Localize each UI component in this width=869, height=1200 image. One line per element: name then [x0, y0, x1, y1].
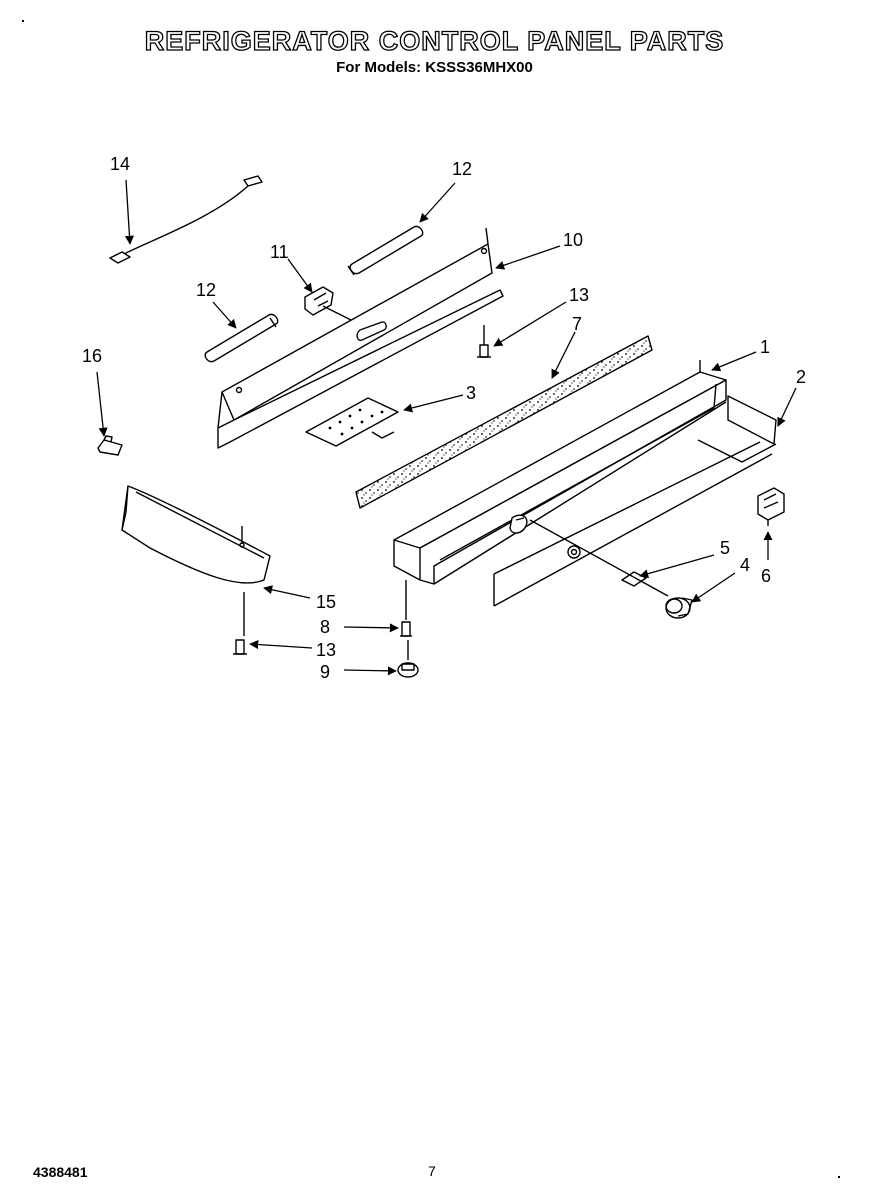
- scan-speck: [22, 20, 24, 22]
- clip-plate-part: [529, 519, 669, 597]
- control-plate-part: [305, 397, 399, 447]
- trim-piece-part: [121, 485, 271, 636]
- callout-4: 4: [740, 555, 750, 575]
- control-knob-part: [665, 597, 693, 619]
- callout-6: 6: [761, 566, 771, 586]
- scan-speck: [838, 1176, 840, 1178]
- callout-15: 15: [316, 592, 336, 612]
- outer-cover-part: [493, 395, 777, 607]
- callout-12: 12: [452, 159, 472, 179]
- page-number: 7: [428, 1163, 436, 1179]
- callout-2: 2: [796, 367, 806, 387]
- switch-part: [757, 487, 785, 526]
- callout-16: 16: [82, 346, 102, 366]
- callout-5: 5: [720, 538, 730, 558]
- page-title: REFRIGERATOR CONTROL PANEL PARTS: [144, 25, 725, 56]
- callout-12-lower: 12: [196, 280, 216, 300]
- control-housing-part: [393, 360, 727, 585]
- foot-washer-part: [397, 640, 419, 678]
- callout-10: 10: [563, 230, 583, 250]
- screw-part: [233, 639, 247, 655]
- callout-3: 3: [466, 383, 476, 403]
- callout-1: 1: [760, 337, 770, 357]
- wire-harness-part: [109, 175, 263, 264]
- callout-13: 13: [569, 285, 589, 305]
- small-bracket-part: [97, 435, 123, 456]
- sensor-tube-part: [347, 225, 424, 276]
- callout-13-lower: 13: [316, 640, 336, 660]
- sensor-tube-part: [204, 313, 279, 363]
- callout-14: 14: [110, 154, 130, 174]
- leader-arrows: [96, 179, 797, 676]
- callout-8: 8: [320, 617, 330, 637]
- model-subtitle: For Models: KSSS36MHX00: [336, 59, 533, 76]
- gasket-strip-part: [355, 335, 653, 509]
- control-bracket-part: [217, 227, 504, 449]
- callout-7: 7: [572, 314, 582, 334]
- part-number: 4388481: [33, 1164, 88, 1180]
- screw-part: [477, 325, 491, 358]
- callout-11: 11: [270, 242, 289, 262]
- callout-labels: 14 12 11 10 12 13 7 1 2 16 3 5 4 6 15 8 …: [82, 154, 806, 682]
- screw-part: [400, 580, 412, 637]
- callout-9: 9: [320, 662, 330, 682]
